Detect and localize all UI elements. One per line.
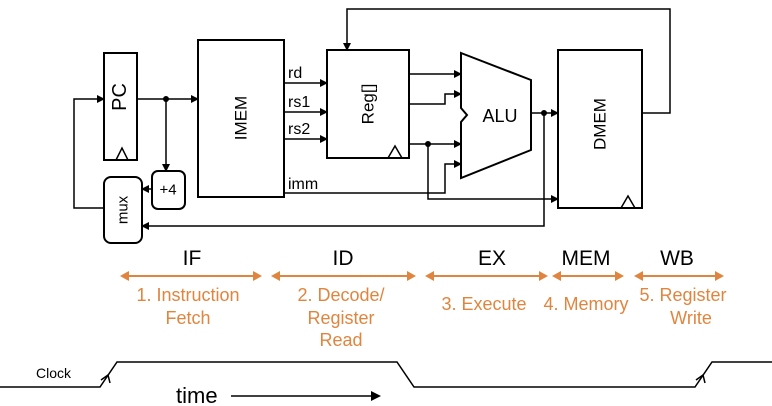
wire-imm xyxy=(284,160,462,194)
clock-signal xyxy=(0,361,772,388)
stage-spans xyxy=(120,271,724,281)
wire-reg-pc-branch xyxy=(409,90,462,105)
stage-if-desc-line2: Fetch xyxy=(165,308,210,328)
span-mem xyxy=(552,271,624,281)
stage-if-desc-line1: 1. Instruction xyxy=(136,285,239,305)
wire-store-data xyxy=(427,144,559,203)
span-if xyxy=(120,271,262,281)
wires xyxy=(73,8,671,230)
stage-id-desc-line1: 2. Decode/ xyxy=(297,285,384,305)
clock-triangle-pc xyxy=(115,146,129,161)
pc-label: PC xyxy=(109,83,131,111)
stage-wb-desc-line2: Write xyxy=(670,308,712,328)
dmem-label: DMEM xyxy=(591,98,610,150)
stage-descriptions: 1. Instruction Fetch 2. Decode/ Register… xyxy=(136,285,726,350)
pc-register: PC xyxy=(103,52,138,161)
stage-wb-label: WB xyxy=(660,247,694,270)
time-label: time xyxy=(176,383,218,406)
stage-ex-label: EX xyxy=(478,247,506,270)
alu-label: ALU xyxy=(482,106,517,126)
stage-mem-desc: 4. Memory xyxy=(543,294,628,314)
stage-labels: IF ID EX MEM WB xyxy=(183,247,694,270)
clock-triangle-reg xyxy=(387,144,403,159)
stage-if-label: IF xyxy=(183,247,202,270)
stage-id-label: ID xyxy=(333,247,354,270)
dmem-block: DMEM xyxy=(557,49,643,209)
mux-label: mux xyxy=(115,195,132,224)
span-ex xyxy=(425,271,548,281)
clock-label: Clock xyxy=(36,365,72,381)
wire-mux-pc xyxy=(73,95,105,209)
signal-rs2: rs2 xyxy=(288,121,310,138)
stage-id-desc-line2: Register xyxy=(307,308,374,328)
signal-imm: imm xyxy=(288,176,318,193)
imem-block: IMEM xyxy=(197,39,285,198)
register-file: Reg[] xyxy=(326,49,410,159)
stage-id-desc-line3: Read xyxy=(319,330,362,350)
time-arrow-head xyxy=(371,391,381,401)
clock-edge-marker-1 xyxy=(100,373,111,384)
reg-label: Reg[] xyxy=(359,84,378,125)
stage-wb-desc-line1: 5. Register xyxy=(639,285,726,305)
clock-triangle-dmem xyxy=(620,194,636,209)
signal-rs1: rs1 xyxy=(288,94,310,111)
signal-rd: rd xyxy=(288,65,302,82)
alu-block: ALU xyxy=(460,51,532,180)
clock-edge-marker-2 xyxy=(695,373,706,384)
adder-label: +4 xyxy=(159,182,176,199)
imem-label: IMEM xyxy=(232,96,251,140)
stage-ex-desc: 3. Execute xyxy=(441,294,526,314)
time-axis: time xyxy=(176,383,381,406)
mux-block: mux xyxy=(103,176,143,244)
adder-block: +4 xyxy=(151,170,186,210)
span-wb xyxy=(634,271,724,281)
stage-mem-label: MEM xyxy=(562,247,611,270)
wire-alu-mux xyxy=(141,113,545,230)
span-id xyxy=(271,271,416,281)
clock-waveform: Clock xyxy=(0,361,772,388)
wire-writeback xyxy=(343,8,671,114)
